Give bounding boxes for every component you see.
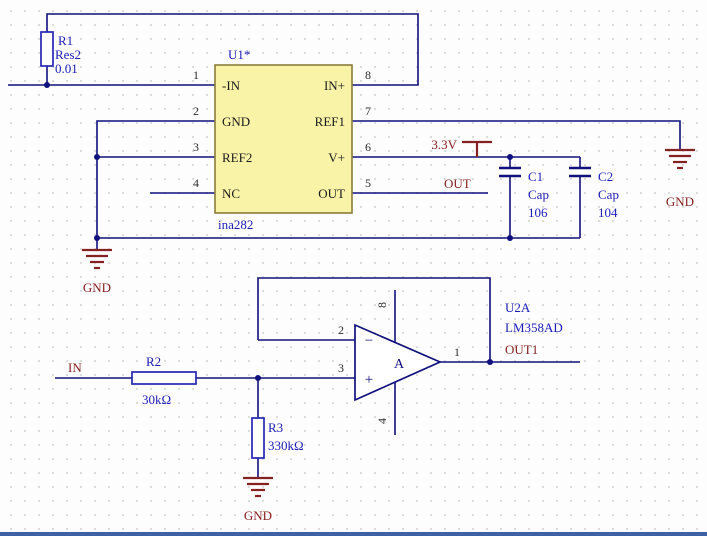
opamp-triangle	[354, 323, 443, 402]
resistor-r2[interactable]: R2 30kΩ	[131, 354, 197, 407]
resistor-r1[interactable]: R1 Res2 0.01	[40, 31, 81, 76]
u1-body	[214, 64, 353, 214]
u1-pin2-name: GND	[222, 114, 250, 129]
gnd-right-label: GND	[666, 194, 694, 209]
junction-dot	[255, 375, 261, 381]
c2-designator: C2	[598, 169, 613, 184]
u1-pin5-name: OUT	[318, 186, 345, 201]
gnd-symbol-left[interactable]: GND	[82, 238, 112, 295]
c2-comment: Cap	[598, 187, 619, 202]
u1-part: ina282	[218, 217, 253, 232]
net-label-in[interactable]: IN	[68, 360, 82, 375]
capacitor-c1[interactable]: C1 Cap 106	[499, 157, 549, 238]
junction-dot	[487, 359, 493, 365]
wires	[8, 13, 681, 478]
junction-dot	[507, 235, 513, 241]
u1-pin3-number: 3	[193, 140, 199, 154]
u1-pin7-name: REF1	[315, 114, 345, 129]
gnd-bottom-label: GND	[244, 508, 272, 523]
junction-dot	[94, 154, 100, 160]
net-label-out[interactable]: OUT	[444, 176, 471, 191]
net-label-out1[interactable]: OUT1	[505, 342, 538, 357]
r2-designator: R2	[146, 354, 161, 369]
r3-designator: R3	[268, 420, 283, 435]
wire-shunt-to-inplus[interactable]	[46, 13, 419, 86]
r1-value: 0.01	[55, 61, 78, 76]
u1-pin1-number: 1	[193, 68, 199, 82]
opamp-pin8-number: 8	[375, 302, 389, 308]
gnd-symbol-right[interactable]: GND	[665, 148, 695, 209]
u2-part: LM358AD	[505, 320, 563, 335]
r2-value: 30kΩ	[142, 392, 171, 407]
wire-feedback[interactable]	[257, 277, 491, 362]
u1-pin7-number: 7	[365, 104, 371, 118]
r1-designator: R1	[58, 33, 73, 48]
ic-u1-ina282[interactable]: U1* ina282 1 2 3 4 8 7 6 5 -IN GND REF2 …	[193, 47, 371, 232]
resistor-r3[interactable]: R3 330kΩ	[251, 417, 304, 459]
u1-pin3-name: REF2	[222, 150, 252, 165]
u1-pin8-name: IN+	[324, 78, 345, 93]
c1-value: 106	[528, 205, 548, 220]
junction-dot	[507, 154, 513, 160]
u1-pin4-number: 4	[193, 176, 199, 190]
c2-value: 104	[598, 205, 618, 220]
net-label-3v3[interactable]: 3.3V	[431, 137, 457, 152]
u1-pin6-name: V+	[328, 150, 345, 165]
c1-designator: C1	[528, 169, 543, 184]
u1-pin8-number: 8	[365, 68, 371, 82]
r2-body	[131, 371, 197, 385]
opamp-pin2-number: 2	[338, 323, 344, 337]
gnd-left-label: GND	[83, 280, 111, 295]
u1-pin2-number: 2	[193, 104, 199, 118]
opamp-pin3-number: 3	[338, 361, 344, 375]
opamp-noninverting-sign: +	[365, 372, 373, 388]
r3-body	[251, 417, 265, 459]
junction-dot	[94, 235, 100, 241]
wire-ref1-to-gnd[interactable]	[352, 120, 681, 150]
r1-body	[40, 31, 54, 67]
r3-value: 330kΩ	[268, 438, 304, 453]
u1-pin5-number: 5	[365, 176, 371, 190]
power-port-3v3[interactable]: 3.3V	[431, 137, 492, 157]
junction-dots	[44, 82, 513, 381]
u1-pin1-name: -IN	[222, 78, 241, 93]
u1-pin4-name: NC	[222, 186, 240, 201]
u1-designator: U1*	[228, 47, 250, 62]
u2-designator: U2A	[505, 300, 531, 315]
capacitor-c2[interactable]: C2 Cap 104	[569, 157, 619, 238]
opamp-u2a[interactable]: − + A 2 3 1 8 4 U2A LM358AD	[338, 300, 563, 424]
gnd-symbol-bottom[interactable]: GND	[243, 476, 273, 523]
wire-u1-gnd-pin[interactable]	[96, 120, 215, 238]
opamp-inverting-sign: −	[365, 333, 373, 349]
junction-dot	[44, 82, 50, 88]
opamp-pin4-number: 4	[375, 418, 389, 424]
opamp-pin1-number: 1	[454, 345, 460, 359]
opamp-gate-letter: A	[394, 357, 405, 372]
u1-pin6-number: 6	[365, 140, 371, 154]
r1-comment: Res2	[55, 47, 81, 62]
c1-comment: Cap	[528, 187, 549, 202]
